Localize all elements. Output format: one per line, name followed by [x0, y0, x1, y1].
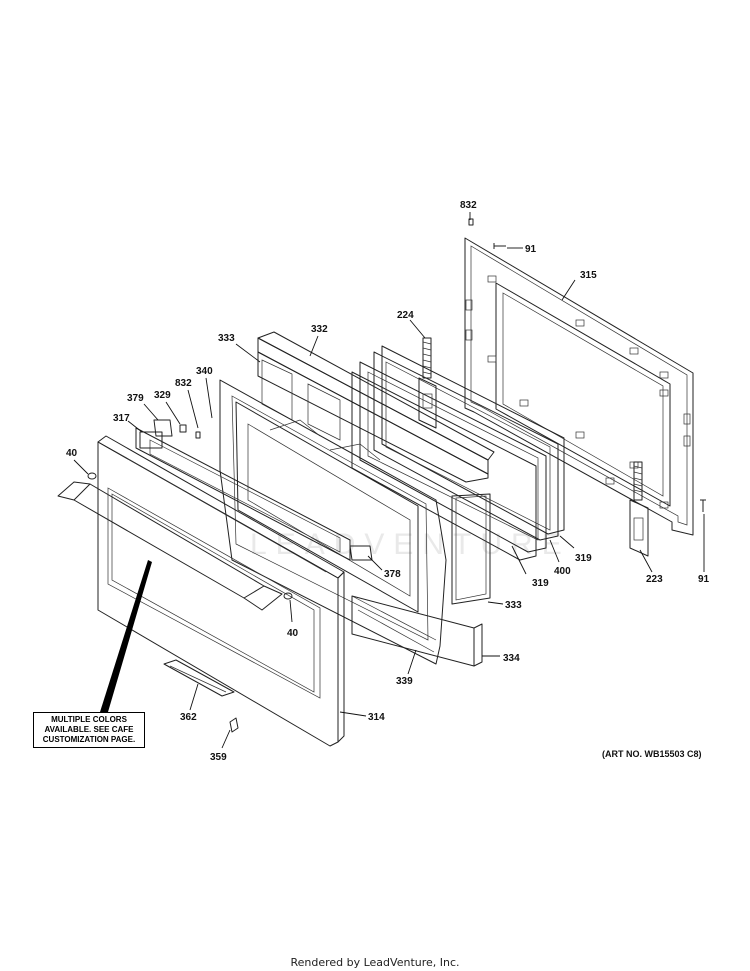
callout-340: 340 — [196, 366, 213, 377]
part-378-latch — [349, 545, 373, 561]
callout-329: 329 — [154, 390, 171, 401]
callout-315: 315 — [580, 270, 597, 281]
callout-40-left: 40 — [66, 448, 78, 459]
watermark: LEADVENTURE — [250, 528, 571, 561]
part-224-hinge — [418, 337, 437, 429]
part-832-screw — [195, 218, 474, 439]
part-362-bracket — [163, 659, 235, 697]
leader-lines — [73, 212, 705, 749]
part-314-outer-door-panel — [97, 435, 345, 747]
part-91-screw — [493, 243, 706, 512]
color-options-note: MULTIPLE COLORS AVAILABLE. SEE CAFE CUST… — [33, 712, 145, 748]
door-handle — [57, 472, 293, 611]
callout-362: 362 — [180, 712, 197, 723]
callout-400: 400 — [554, 566, 571, 577]
callout-223: 223 — [646, 574, 663, 585]
callout-319-lower: 319 — [532, 578, 549, 589]
part-332-333-insulation — [257, 331, 495, 605]
part-329-clip — [179, 424, 187, 433]
part-340-liner — [219, 379, 447, 665]
part-315-inner-door-frame — [464, 237, 694, 536]
callout-314: 314 — [368, 712, 385, 723]
callout-319-upper: 319 — [575, 553, 592, 564]
part-223-hinge — [629, 461, 649, 557]
note-line-2: AVAILABLE. SEE CAFE — [44, 725, 134, 734]
callout-339: 339 — [396, 676, 413, 687]
note-line-1: MULTIPLE COLORS — [51, 715, 127, 724]
callout-832-left: 832 — [175, 378, 192, 389]
callout-832-top: 832 — [460, 200, 477, 211]
callout-91-right: 91 — [698, 574, 710, 585]
footer-credit: Rendered by LeadVenture, Inc. — [290, 956, 460, 969]
callout-379: 379 — [127, 393, 144, 404]
callout-378: 378 — [384, 569, 401, 580]
part-317-vent-bracket — [135, 427, 351, 561]
callout-40-right: 40 — [287, 628, 299, 639]
callout-333-top: 333 — [218, 333, 235, 344]
part-359-screw — [229, 717, 239, 733]
callout-334: 334 — [503, 653, 520, 664]
callout-317: 317 — [113, 413, 130, 424]
callout-332: 332 — [311, 324, 328, 335]
art-number: (ART NO. WB15503 C8) — [602, 749, 702, 759]
callout-91-top: 91 — [525, 244, 537, 255]
note-line-3: CUSTOMIZATION PAGE. — [42, 735, 136, 744]
callout-labels: 832 91 315 224 332 333 340 832 379 329 3… — [66, 200, 710, 763]
part-400-glass-assembly — [351, 345, 565, 561]
callout-359: 359 — [210, 752, 227, 763]
part-379-switch — [153, 419, 173, 437]
callout-224: 224 — [397, 310, 414, 321]
callout-333-bottom: 333 — [505, 600, 522, 611]
